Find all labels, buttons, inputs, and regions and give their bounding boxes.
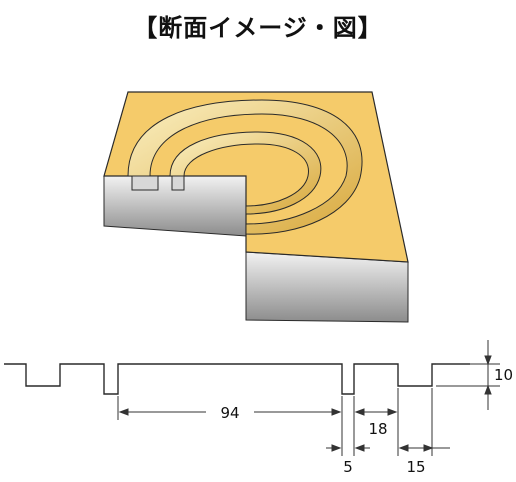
- depth-label: 10: [494, 366, 513, 384]
- small-groove-label: 5: [343, 458, 353, 476]
- span-dimension: [117, 396, 343, 456]
- large-groove-label: 15: [406, 458, 425, 476]
- outer-groove: [127, 99, 363, 235]
- block-front-side: [245, 251, 409, 323]
- block-3d: [103, 91, 409, 323]
- small-groove-dimension: [326, 444, 370, 452]
- notch-right: [171, 175, 185, 191]
- profile-outline: [4, 363, 470, 395]
- pitch-dimension: [353, 388, 399, 456]
- groove-rings: [127, 99, 363, 235]
- pitch-label: 18: [368, 420, 387, 438]
- inner-groove: [169, 131, 322, 215]
- depth-dimension: [436, 340, 500, 410]
- large-groove-dimension: [398, 388, 450, 456]
- span-label: 94: [220, 404, 239, 422]
- notch-left: [131, 175, 159, 191]
- page-title: 【断面イメージ・図】: [133, 14, 383, 42]
